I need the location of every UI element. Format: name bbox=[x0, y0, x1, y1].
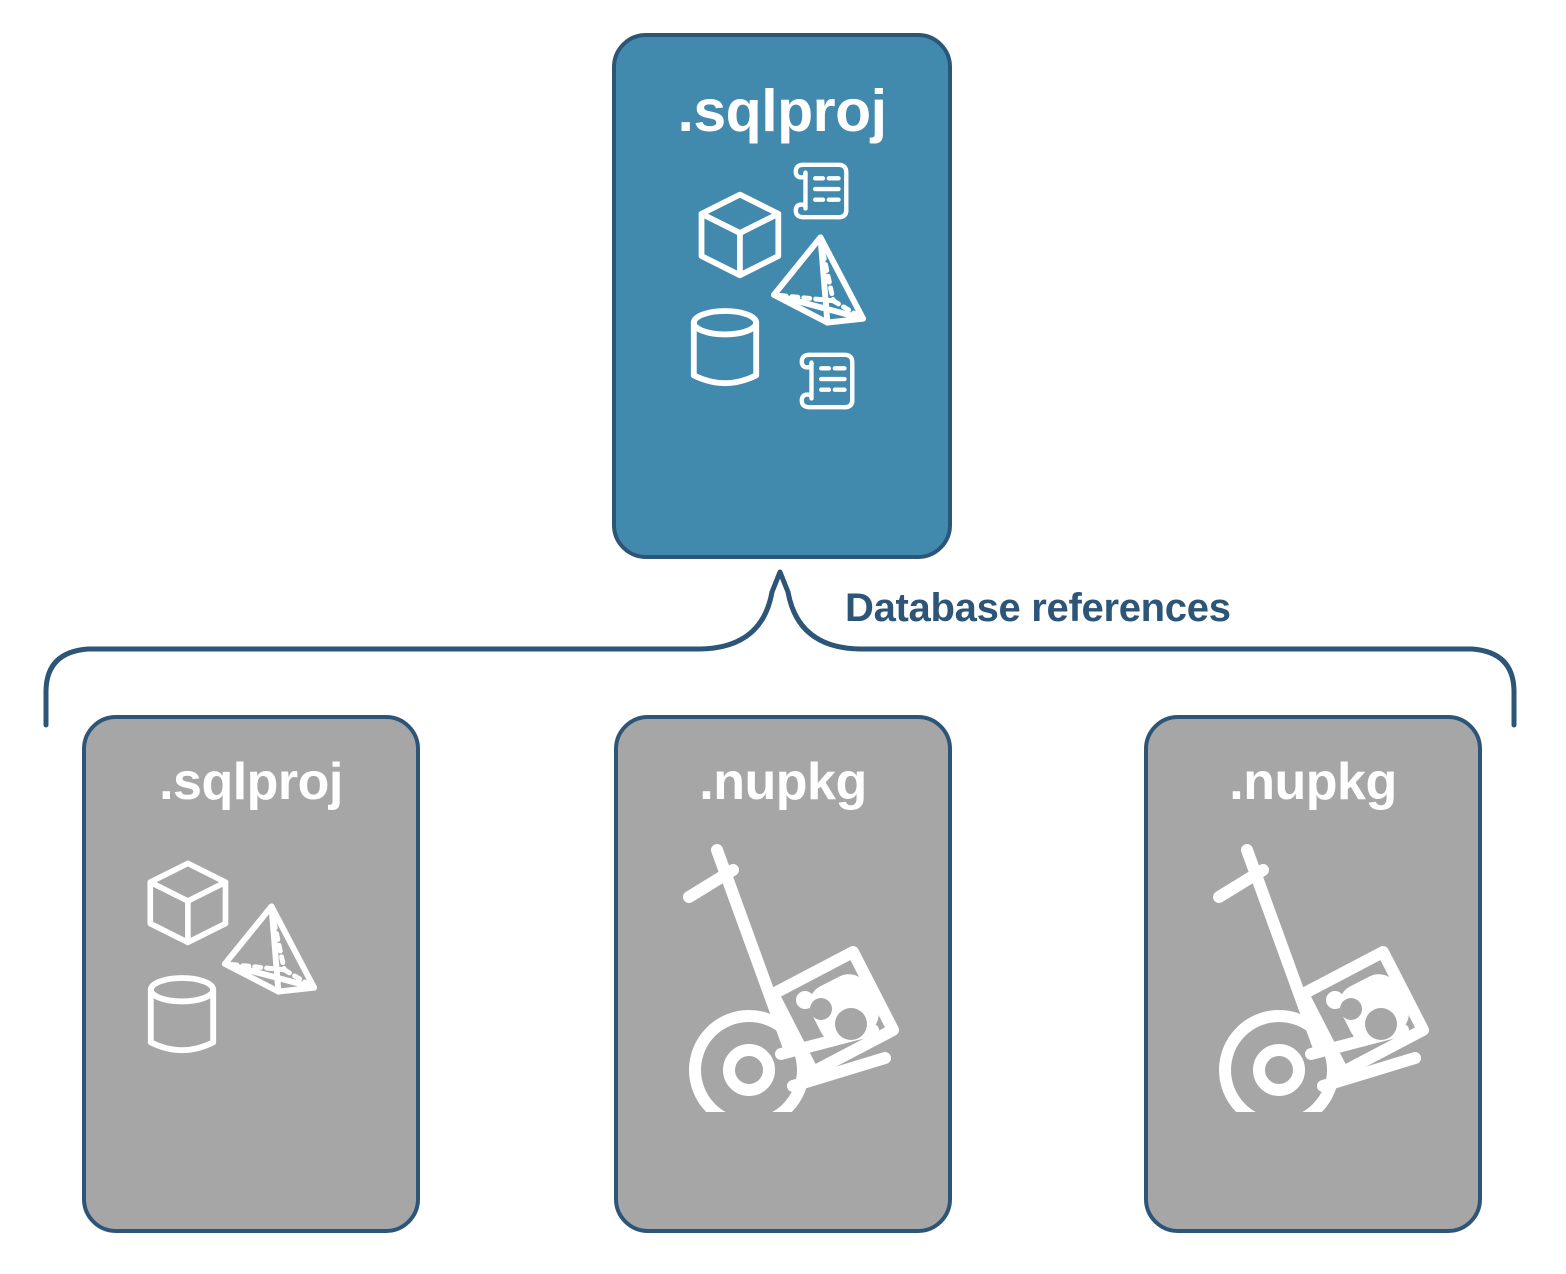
database-references-brace bbox=[43, 569, 1517, 728]
reference-nupkg-1-icon-group bbox=[653, 832, 913, 1112]
cube-icon bbox=[147, 860, 229, 946]
cylinder-icon bbox=[690, 308, 760, 386]
node-reference-sqlproj[interactable]: .sqlproj bbox=[82, 715, 420, 1233]
node-reference-nupkg-2-label: .nupkg bbox=[1229, 753, 1397, 811]
root-icon-group bbox=[682, 155, 882, 410]
reference-sqlproj-icon-group bbox=[121, 832, 381, 1112]
scroll-icon bbox=[799, 352, 855, 410]
cylinder-icon bbox=[147, 975, 217, 1053]
pyramid-icon bbox=[221, 903, 318, 995]
hand-truck-package-icon bbox=[1213, 844, 1429, 1112]
node-reference-sqlproj-label: .sqlproj bbox=[159, 753, 343, 811]
hand-truck-package-icon bbox=[683, 844, 899, 1112]
node-sqlproj-root-label: .sqlproj bbox=[677, 78, 887, 144]
scroll-icon bbox=[793, 162, 849, 220]
reference-nupkg-2-icon-group bbox=[1183, 832, 1443, 1112]
node-sqlproj-root[interactable]: .sqlproj bbox=[612, 33, 952, 559]
node-reference-nupkg-1[interactable]: .nupkg bbox=[614, 715, 952, 1233]
node-reference-nupkg-2[interactable]: .nupkg bbox=[1144, 715, 1482, 1233]
database-references-label: Database references bbox=[845, 586, 1231, 630]
pyramid-icon bbox=[770, 234, 867, 326]
cube-icon bbox=[698, 191, 782, 279]
node-reference-nupkg-1-label: .nupkg bbox=[699, 753, 867, 811]
